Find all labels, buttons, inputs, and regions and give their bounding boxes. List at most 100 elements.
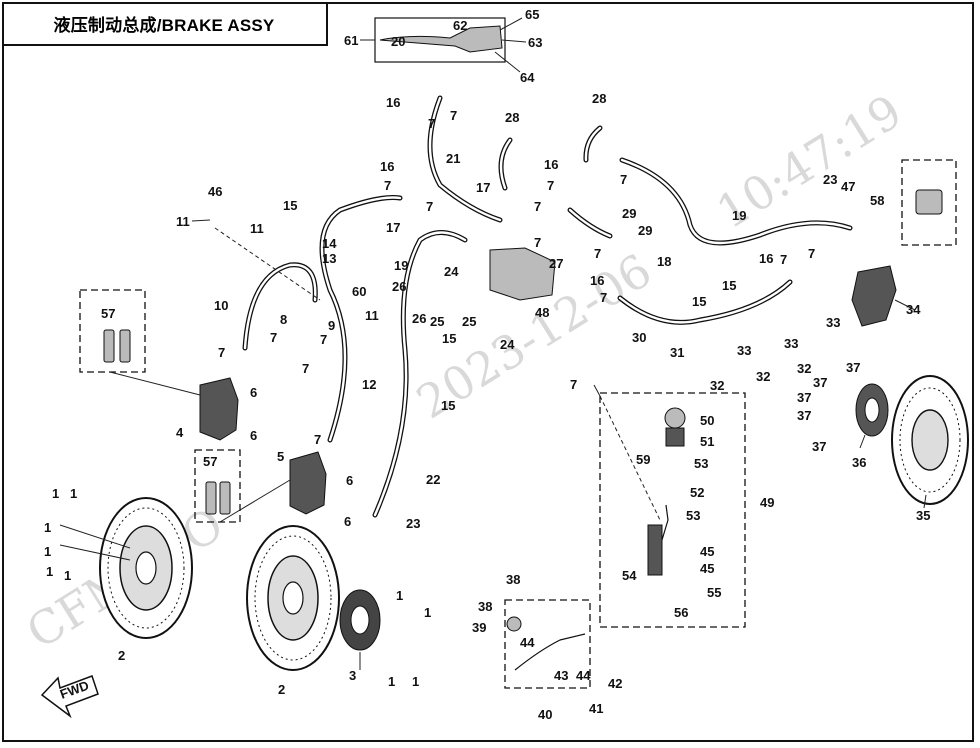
callout-39: 39 <box>472 620 486 635</box>
master-cylinder-inset <box>360 17 527 73</box>
callout-7: 7 <box>314 432 321 447</box>
callout-30: 30 <box>632 330 646 345</box>
callout-43: 43 <box>554 668 568 683</box>
callout-54: 54 <box>622 568 637 583</box>
callout-1: 1 <box>44 544 51 559</box>
page-title: 液压制动总成/BRAKE ASSY <box>53 15 275 35</box>
callout-62: 62 <box>453 18 467 33</box>
callout-35: 35 <box>916 508 930 523</box>
callout-32: 32 <box>710 378 724 393</box>
callout-6: 6 <box>346 473 353 488</box>
callout-7: 7 <box>428 116 435 131</box>
abs-modulator <box>489 247 556 301</box>
callout-14: 14 <box>322 236 337 251</box>
callout-37: 37 <box>797 390 811 405</box>
callout-38: 38 <box>506 572 520 587</box>
callout-7: 7 <box>218 345 225 360</box>
callout-25: 25 <box>430 314 444 329</box>
callout-29: 29 <box>622 206 636 221</box>
callout-16: 16 <box>590 273 604 288</box>
callout-7: 7 <box>570 377 577 392</box>
callout-2: 2 <box>118 648 125 663</box>
callout-12: 12 <box>362 377 376 392</box>
callout-5: 5 <box>277 449 284 464</box>
callout-6: 6 <box>344 514 351 529</box>
callout-28: 28 <box>592 91 606 106</box>
callout-37: 37 <box>797 408 811 423</box>
callout-65: 65 <box>525 7 539 22</box>
callout-15: 15 <box>692 294 706 309</box>
callout-15: 15 <box>442 331 456 346</box>
callout-58: 58 <box>870 193 884 208</box>
callout-22: 22 <box>426 472 440 487</box>
callout-1: 1 <box>396 588 403 603</box>
callout-7: 7 <box>302 361 309 376</box>
brake-pad-kit-front-right <box>194 449 241 523</box>
callout-16: 16 <box>759 251 773 266</box>
callout-7: 7 <box>547 178 554 193</box>
callout-20: 20 <box>391 34 405 49</box>
callout-32: 32 <box>756 369 770 384</box>
callout-7: 7 <box>320 332 327 347</box>
callout-1: 1 <box>388 674 395 689</box>
callout-25: 25 <box>462 314 476 329</box>
rear-brake-pedal-group <box>504 599 591 689</box>
callout-16: 16 <box>544 157 558 172</box>
callout-31: 31 <box>670 345 684 360</box>
callout-50: 50 <box>700 413 714 428</box>
callout-61: 61 <box>344 33 358 48</box>
title-box: 液压制动总成/BRAKE ASSY <box>2 2 328 46</box>
callout-7: 7 <box>808 246 815 261</box>
callout-42: 42 <box>608 676 622 691</box>
callout-2: 2 <box>278 682 285 697</box>
callout-59: 59 <box>636 452 650 467</box>
callout-55: 55 <box>707 585 721 600</box>
rear-caliper <box>851 265 897 327</box>
front-caliper-left <box>199 377 239 441</box>
callout-19: 19 <box>732 208 746 223</box>
callout-19: 19 <box>394 258 408 273</box>
callout-40: 40 <box>538 707 552 722</box>
front-caliper-right <box>289 451 327 515</box>
callout-18: 18 <box>657 254 671 269</box>
callout-34: 34 <box>906 302 921 317</box>
callout-9: 9 <box>328 318 335 333</box>
callout-15: 15 <box>283 198 297 213</box>
callout-57: 57 <box>203 454 217 469</box>
callout-44: 44 <box>520 635 535 650</box>
callout-7: 7 <box>384 178 391 193</box>
callout-51: 51 <box>700 434 714 449</box>
callout-46: 46 <box>208 184 222 199</box>
callout-1: 1 <box>70 486 77 501</box>
callout-28: 28 <box>505 110 519 125</box>
callout-53: 53 <box>694 456 708 471</box>
callout-1: 1 <box>46 564 53 579</box>
callout-23: 23 <box>823 172 837 187</box>
callout-7: 7 <box>534 235 541 250</box>
callout-23: 23 <box>406 516 420 531</box>
callout-1: 1 <box>44 520 51 535</box>
callout-24: 24 <box>500 337 515 352</box>
callout-17: 17 <box>386 220 400 235</box>
callout-52: 52 <box>690 485 704 500</box>
callout-1: 1 <box>412 674 419 689</box>
callout-16: 16 <box>380 159 394 174</box>
callout-15: 15 <box>441 398 455 413</box>
front-brake-disc-right <box>246 525 340 671</box>
callout-64: 64 <box>520 70 535 85</box>
callout-7: 7 <box>450 108 457 123</box>
callout-53: 53 <box>686 508 700 523</box>
fwd-arrow-icon: FWD <box>40 675 99 719</box>
callout-7: 7 <box>780 252 787 267</box>
callout-16: 16 <box>386 95 400 110</box>
callout-7: 7 <box>600 290 607 305</box>
callout-6: 6 <box>250 385 257 400</box>
callout-57: 57 <box>101 306 115 321</box>
callout-38: 38 <box>478 599 492 614</box>
callout-33: 33 <box>737 343 751 358</box>
front-brake-disc-left <box>99 497 193 639</box>
callout-7: 7 <box>594 246 601 261</box>
callout-7: 7 <box>426 199 433 214</box>
callout-48: 48 <box>535 305 549 320</box>
